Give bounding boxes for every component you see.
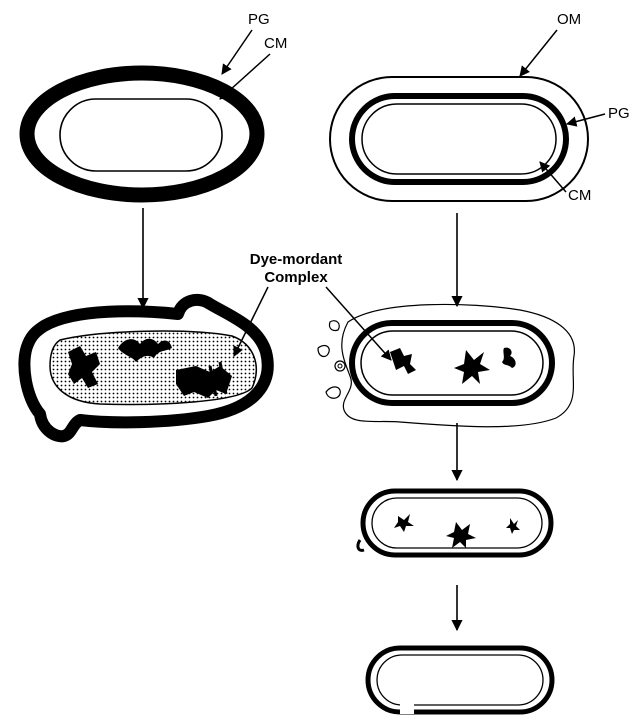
cm-label-left: CM: [264, 35, 287, 52]
membrane-debris-2: [318, 346, 329, 357]
cm-label-right: CM: [568, 187, 591, 204]
membrane-debris-3b: [338, 364, 342, 368]
label-om: OM: [520, 11, 581, 76]
gram-negative-cell: [330, 77, 588, 201]
om-pointer: [520, 30, 557, 76]
membrane-debris-1: [329, 321, 339, 331]
label-cm-left: CM: [220, 35, 287, 99]
decolorized-wall: [368, 648, 552, 712]
residual-complex-2: [446, 522, 476, 548]
cytoplasmic-membrane: [60, 99, 222, 171]
complex-3: [502, 348, 516, 368]
cm-pointer-left: [220, 54, 270, 99]
complex-2: [454, 350, 490, 384]
dye-mordant-label-line1: Dye-mordant: [250, 251, 343, 268]
pg-pointer-left: [222, 30, 252, 74]
decolorizing-wall: [363, 491, 551, 555]
label-pg-left: PG: [222, 11, 270, 74]
dye-mordant-label-line2: Complex: [264, 269, 328, 286]
complex-1: [390, 348, 416, 374]
inner-membrane-2: [361, 331, 543, 395]
decolorizing-cell: [358, 491, 551, 555]
decolorized-gap: [400, 704, 414, 714]
om-label: OM: [557, 11, 581, 28]
residual-complex-3: [506, 518, 520, 534]
membrane-debris-3: [335, 361, 345, 371]
decolorized-membrane: [377, 655, 543, 705]
inner-membrane: [362, 104, 556, 174]
stained-gram-negative-cell: [318, 304, 574, 426]
pg-label-right: PG: [608, 105, 630, 122]
decolorizing-gap: [358, 540, 364, 550]
label-pg-right: PG: [567, 105, 630, 124]
residual-complex-1: [394, 514, 414, 532]
membrane-debris-4: [326, 387, 340, 398]
peptidoglycan-layer: [352, 96, 566, 182]
stained-gram-positive-cell: [24, 300, 267, 436]
decolorized-cell: [368, 648, 552, 714]
pg-label-left: PG: [248, 11, 270, 28]
peptidoglycan-layer-2: [352, 323, 552, 403]
gram-positive-cell: [27, 73, 257, 195]
